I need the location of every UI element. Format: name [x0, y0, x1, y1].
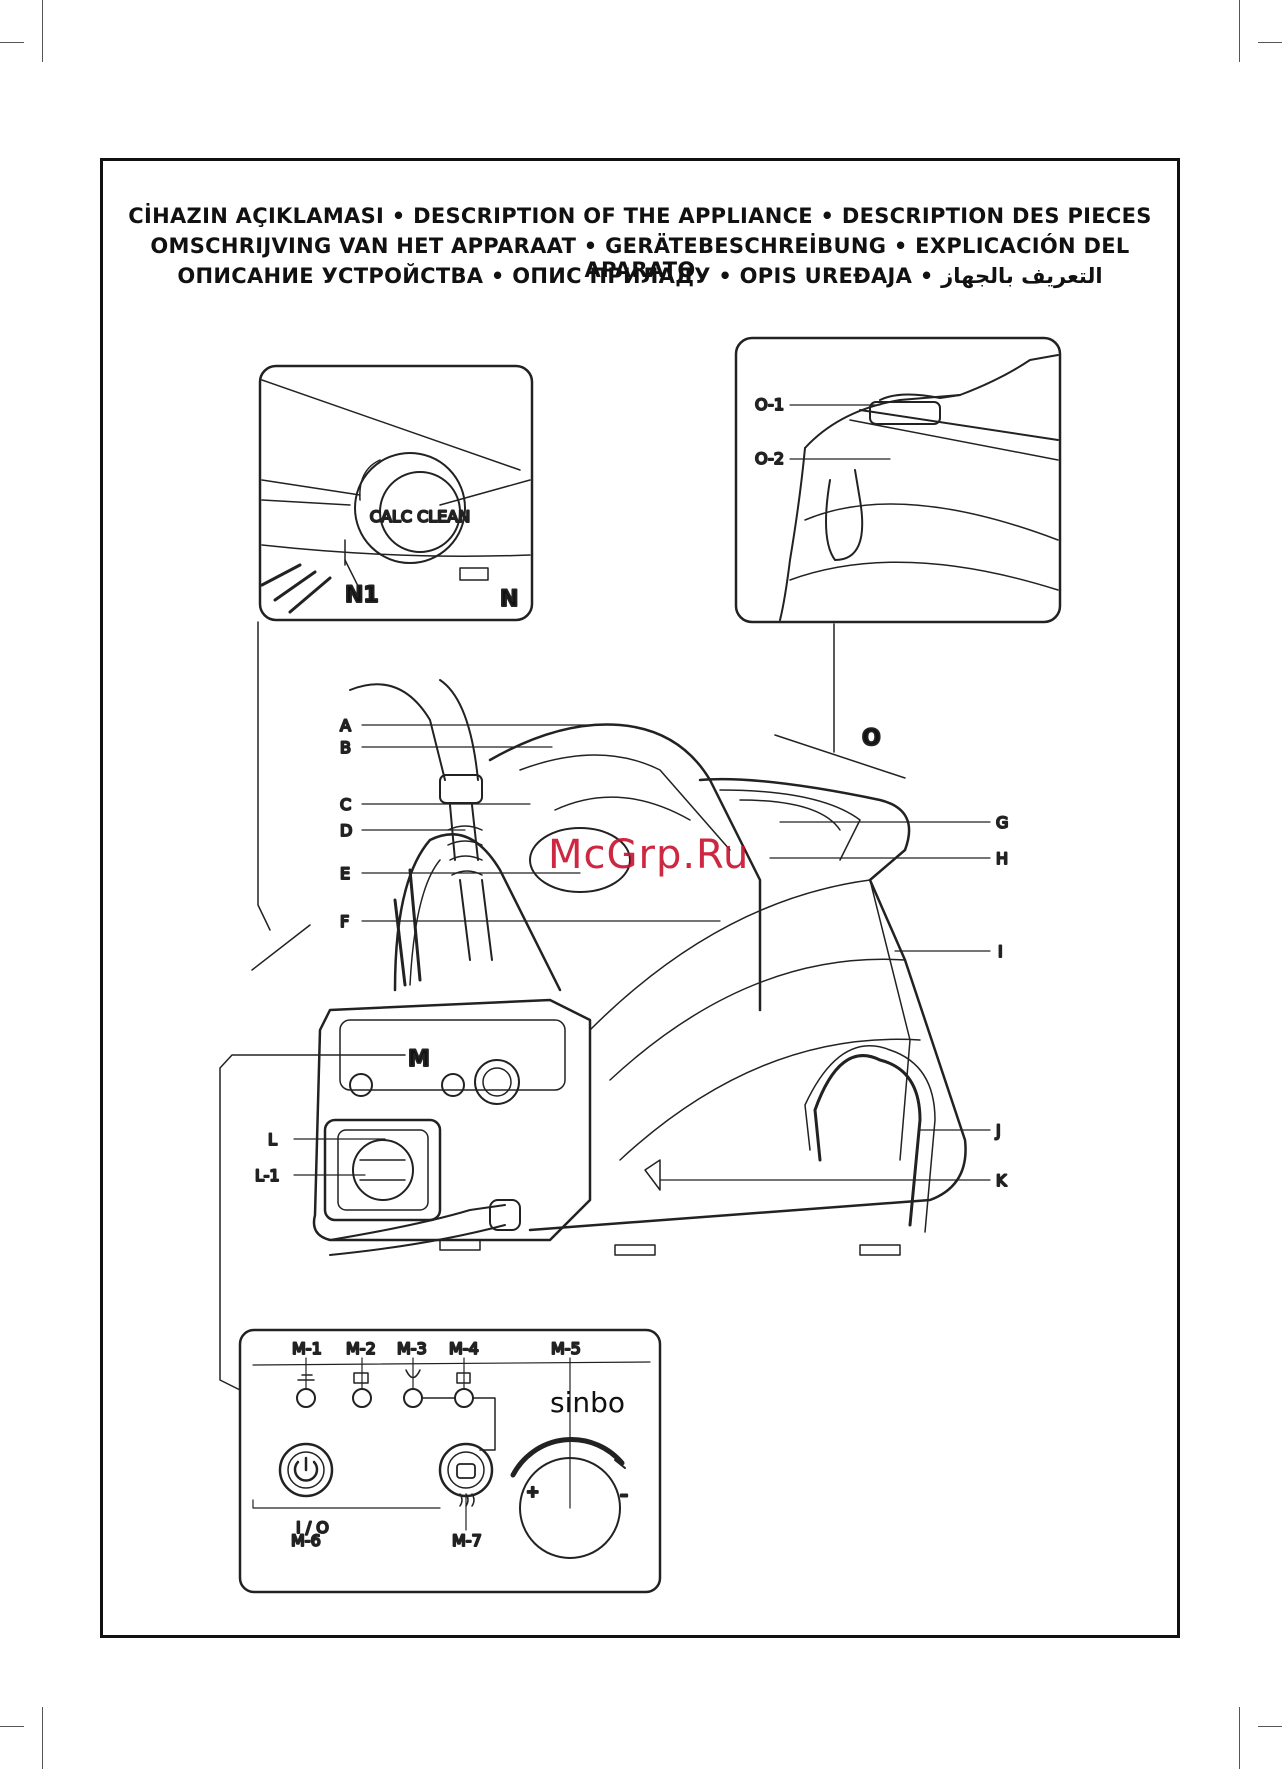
control-panel-detail — [238, 1328, 662, 1594]
label-F: F — [340, 912, 349, 931]
page-frame — [100, 158, 1180, 1638]
label-M-5: M-5 — [551, 1339, 581, 1358]
label-M-3: M-3 — [397, 1339, 427, 1358]
crop-mark — [42, 0, 43, 62]
hose-connector — [439, 774, 483, 804]
iron — [488, 723, 762, 1012]
leader-inset-top-tick — [774, 734, 906, 779]
calc-clean-cap — [354, 452, 466, 564]
leader-panel-M — [219, 1054, 406, 1391]
indicator-left — [349, 1073, 373, 1097]
label-C: C — [340, 795, 351, 814]
label-M-2: M-2 — [346, 1339, 376, 1358]
crop-mark — [42, 1707, 43, 1769]
temperature-dial — [529, 827, 631, 893]
power-button — [278, 1442, 334, 1498]
calc-clean-inset — [258, 364, 534, 622]
label-E: E — [340, 864, 350, 883]
label-M: M — [408, 1047, 430, 1072]
label-O: O — [862, 726, 881, 751]
indicator-M-2 — [352, 1388, 372, 1408]
leader-inset-calc-tick — [251, 924, 311, 971]
label-N: N — [500, 587, 518, 612]
crop-mark — [1258, 42, 1282, 43]
label-O-1: O-1 — [755, 395, 784, 414]
label-N1: N1 — [345, 583, 379, 608]
crop-mark — [1239, 1707, 1240, 1769]
leader-inset-calc — [257, 621, 271, 931]
plus-sign: + — [526, 1482, 539, 1501]
indicator-M-1 — [296, 1388, 316, 1408]
label-O-2: O-2 — [755, 449, 784, 468]
steam-button — [869, 401, 941, 425]
callout-leaders-right — [659, 821, 991, 1181]
front-housing — [312, 998, 592, 1242]
label-G: G — [996, 813, 1008, 832]
label-H: H — [996, 849, 1008, 868]
calc-clean-text: CALC CLEAN — [370, 507, 470, 526]
label-M-1: M-1 — [292, 1339, 322, 1358]
steam-station-body — [312, 679, 967, 1256]
label-D: D — [340, 821, 352, 840]
label-M-4: M-4 — [449, 1339, 479, 1358]
label-K: K — [996, 1171, 1007, 1190]
crop-mark — [0, 1726, 24, 1727]
plug — [352, 1139, 414, 1201]
power-text: I / O — [296, 1518, 329, 1537]
label-I: I — [998, 942, 1003, 961]
label-B: B — [340, 738, 351, 757]
crop-mark — [1239, 0, 1240, 62]
steam-button-M-7 — [438, 1442, 494, 1498]
steam-dial — [474, 1059, 520, 1105]
label-L: L — [268, 1130, 277, 1149]
label-A: A — [340, 716, 351, 735]
header-line-2: OMSCHRIJVING VAN HET APPARAAT • GERÄTEBE… — [150, 234, 1130, 282]
top-view-inset — [734, 336, 1062, 624]
indicator-M-4 — [454, 1388, 474, 1408]
crop-mark — [0, 42, 24, 43]
socket — [323, 1118, 442, 1222]
minus-sign: – — [620, 1485, 628, 1504]
indicator-M-3 — [403, 1388, 423, 1408]
label-L-1: L-1 — [255, 1166, 280, 1185]
watermark: McGrp.Ru — [548, 832, 750, 878]
label-M-7: M-7 — [452, 1531, 482, 1550]
header-line-1: CİHAZIN AÇIKLAMASI • DESCRIPTION OF THE … — [128, 204, 1152, 228]
header-line-3: ОПИСАНИЕ УСТРОЙСТВА • ОПИС ПРИЛАДУ • OPI… — [177, 264, 1103, 288]
callout-leaders-left — [293, 724, 721, 1176]
crop-mark — [1258, 1726, 1282, 1727]
label-J: J — [995, 1121, 1001, 1140]
label-M-6: M-6 — [291, 1531, 321, 1550]
brand-logo: sinbo — [550, 1386, 625, 1419]
indicator-right — [441, 1073, 465, 1097]
